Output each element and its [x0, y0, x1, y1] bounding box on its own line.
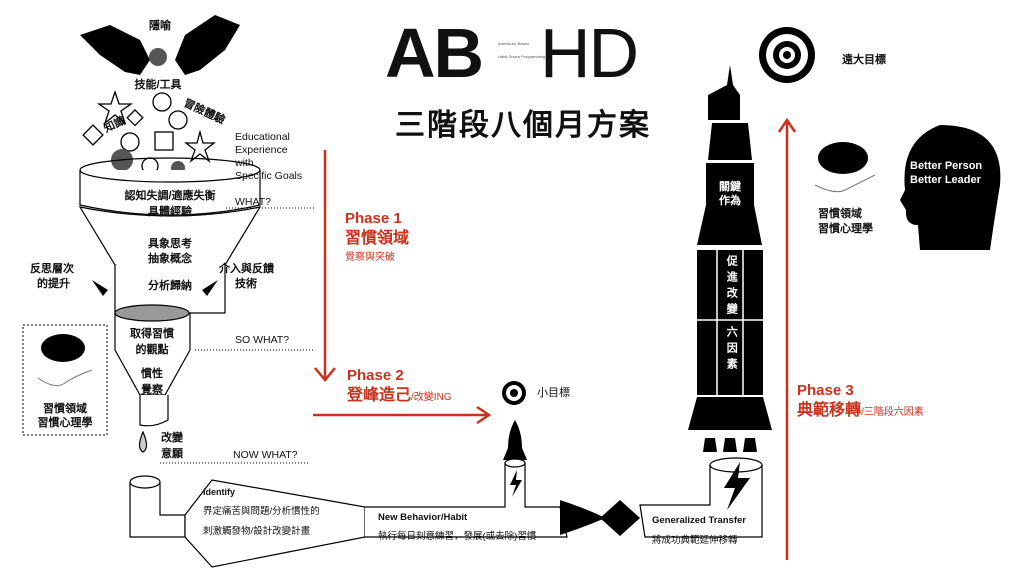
brain-icon — [818, 142, 868, 174]
identify-desc-2: 刺激觸發物/設計改變計畫 — [203, 526, 311, 537]
rocket-key-action: 關鍵作為 — [719, 181, 741, 208]
rocket-promote-change: 促進改變 — [725, 255, 738, 319]
logo-ab: AB — [385, 14, 484, 92]
phase-2-title: Phase 2 — [347, 367, 404, 384]
funnel-layer-5a: 慣性 — [141, 368, 163, 380]
funnel-layer-1b: 具體經驗 — [148, 206, 192, 218]
big-goal-label: 遠大目標 — [842, 54, 886, 66]
phase-1-sub: 覺察與突破 — [345, 252, 395, 263]
box-label-a: 習慣領域 — [43, 403, 87, 415]
so-what-label: SO WHAT? — [235, 334, 290, 346]
logo-tagline-1: Adventure-Based — [498, 41, 529, 46]
feedback-label-b: 技術 — [235, 278, 257, 290]
reflection-label-b: 的提升 — [37, 278, 70, 290]
reflection-label-a: 反思層次 — [30, 263, 74, 275]
funnel — [78, 157, 262, 453]
skills-label: 技能/工具 — [134, 79, 182, 91]
head-silhouette-icon — [900, 125, 1001, 250]
splat-icon — [149, 48, 167, 66]
phase-3-name: 典範移轉 — [797, 402, 862, 419]
arrow-icon — [92, 280, 218, 296]
transfer-arrow-icon — [560, 500, 640, 536]
left-hand-icon — [80, 25, 150, 75]
new-behavior-label: New Behavior/Habit — [378, 512, 468, 523]
lightning-icon — [510, 462, 750, 510]
logo-tagline-2: Habit Driven Programming — [498, 54, 546, 59]
new-behavior-desc: 執行每日刻意練習，發展(或去除)習慣 — [378, 531, 537, 542]
drop-label-b: 意願 — [161, 448, 183, 460]
neuron-icon — [37, 369, 93, 387]
transfer-label: Generalized Transfer — [652, 515, 746, 526]
phase-1-name: 習慣領域 — [345, 230, 410, 247]
funnel-layer-3: 分析歸納 — [148, 280, 192, 292]
now-what-label: NOW WHAT? — [233, 449, 298, 461]
funnel-layer-1a: 認知失調/適應失衡 — [124, 190, 216, 202]
small-rocket-icon — [503, 420, 527, 460]
rocket-six-factors: 六因素 — [725, 326, 738, 374]
better-leader-label: Better Leader — [910, 174, 981, 186]
metaphor-label: 隱喻 — [149, 20, 171, 32]
educational-experience-label: Educational Experience with Specific Goa… — [235, 131, 303, 183]
page-title: 三階段八個月方案 — [395, 108, 651, 143]
divider-lines — [160, 207, 316, 464]
falling-shapes — [82, 89, 216, 175]
phase-2-heading: 登峰造己/改變ING — [347, 386, 452, 405]
habit-domain-box — [22, 324, 108, 436]
right-hand-icon — [175, 15, 240, 75]
big-rocket-icon — [688, 65, 772, 452]
big-target-icon — [759, 27, 815, 83]
feedback-label-a: 介入與反饋 — [219, 263, 274, 275]
transfer-desc: 將成功典範延伸移轉 — [652, 535, 738, 546]
phase-2-sub: /改變ING — [411, 392, 452, 403]
identify-label: Identify — [203, 487, 236, 497]
box-label-b: 習慣心理學 — [37, 417, 93, 429]
neuron-icon — [814, 174, 876, 193]
brain-icon — [41, 334, 85, 362]
what-label: WHAT? — [235, 196, 271, 208]
phase-3-heading: 典範移轉/三階段六因素 — [797, 401, 924, 420]
phase-2-name: 登峰造己 — [347, 387, 412, 404]
better-person-label: Better Person — [910, 160, 983, 172]
funnel-layer-2a: 具象思考 — [148, 238, 192, 250]
phase-3-sub: /三階段六因素 — [861, 407, 924, 418]
funnel-layer-4a: 取得習慣 — [130, 328, 174, 340]
small-target-icon — [502, 381, 526, 405]
phase-3-title: Phase 3 — [797, 382, 854, 399]
phase-arrows — [313, 117, 797, 560]
drop-label-a: 改變 — [161, 432, 183, 444]
phase-1-title: Phase 1 — [345, 210, 402, 227]
small-goal-label: 小目標 — [537, 387, 570, 399]
right-brain-label-a: 習慣領域 — [818, 208, 862, 220]
logo-hd: HD — [540, 14, 639, 92]
right-brain-label-b: 習慣心理學 — [818, 223, 873, 235]
identify-desc-1: 界定痛苦與問題/分析慣性的 — [203, 506, 320, 517]
funnel-layer-5b: 覺察 — [141, 384, 163, 396]
funnel-layer-4b: 的觀點 — [135, 344, 169, 356]
funnel-layer-2b: 抽象概念 — [148, 253, 192, 265]
